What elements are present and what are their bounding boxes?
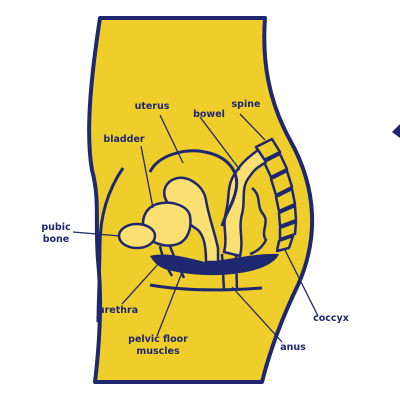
label-uterus: uterus	[135, 101, 170, 112]
pelvic-floor-muscles	[150, 253, 279, 276]
label-spine: spine	[232, 99, 261, 110]
pelvic-base-line	[149, 283, 263, 292]
bowel-inner-line	[249, 187, 268, 256]
arrow-fragment	[392, 124, 400, 138]
spine-vertebrae	[254, 137, 298, 253]
anal-canal	[220, 253, 239, 291]
label-urethra: urethra	[98, 305, 138, 316]
label-bowel: bowel	[193, 109, 225, 120]
label-bladder: bladder	[103, 134, 145, 145]
uterus-fold	[148, 149, 239, 227]
label-anus: anus	[280, 342, 306, 353]
leader-lines	[72, 113, 319, 343]
urethra	[158, 245, 186, 279]
front-inner-contour	[96, 167, 125, 323]
pubic-bone	[117, 222, 157, 250]
label-coccyx: coccyx	[313, 313, 349, 324]
